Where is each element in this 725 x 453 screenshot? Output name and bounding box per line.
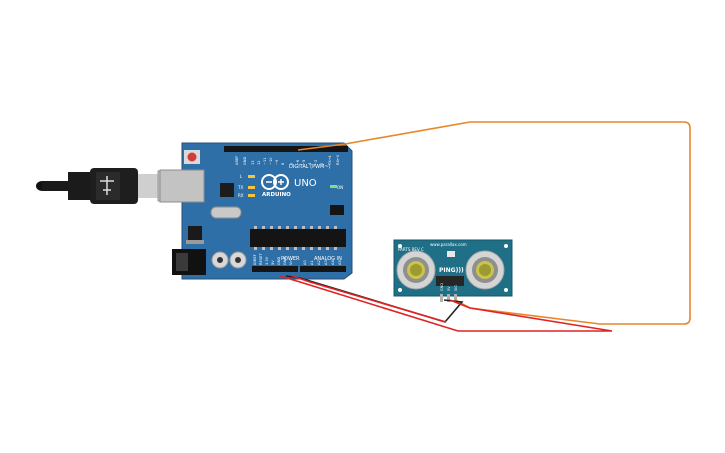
- sensor-pin-label-sig: SIG: [454, 285, 458, 291]
- pin-label-a4: A4: [331, 260, 335, 265]
- pin-label-vin: Vin: [289, 259, 293, 265]
- pin-label-d3: ~3: [314, 160, 318, 165]
- board-model: UNO: [294, 178, 317, 189]
- pin-label-reset: RESET: [259, 253, 263, 265]
- pin-label-d12: 12: [257, 160, 261, 165]
- pin-label-d6: ~6: [296, 159, 300, 165]
- signal-wire[interactable]: [297, 121, 691, 325]
- usb-port[interactable]: [159, 169, 205, 203]
- digital-header[interactable]: [224, 146, 348, 152]
- pin-label-aref: AREF: [235, 156, 239, 165]
- pin-label-gnd1: GND: [277, 257, 281, 265]
- power-header[interactable]: [252, 266, 298, 272]
- power-wire[interactable]: [279, 275, 613, 332]
- pin-label-ioref: IOREF: [253, 254, 257, 265]
- ultrasonic-sensor[interactable]: PARTS REV C www.parallax.com PING))) GND…: [393, 239, 513, 302]
- sensor-pin-label-5v: 5V: [447, 286, 451, 291]
- pin-label-d9: ~9: [275, 159, 279, 165]
- pin-label-a3: A3: [324, 260, 328, 265]
- pin-label-a1: A1: [310, 260, 314, 265]
- sensor-pin-gnd[interactable]: [440, 294, 443, 302]
- sensor-pin-label-gnd: GND: [440, 283, 444, 291]
- pin-label-d10: ~10: [269, 157, 273, 165]
- pin-label-a0: A0: [303, 260, 307, 265]
- pin-label-d13: 13: [251, 160, 255, 165]
- sensor-pin-sig[interactable]: [454, 294, 457, 302]
- pin-label-5v: 5V: [271, 260, 275, 265]
- led-rx-label: RX: [238, 193, 244, 198]
- pin-label-d5: ~5: [302, 160, 306, 165]
- pin-label-gnd2: GND: [283, 257, 287, 265]
- pin-label-d4: 4: [308, 162, 312, 165]
- sensor-pin-5v[interactable]: [447, 294, 450, 302]
- pin-label-d1: TX→1: [328, 155, 332, 166]
- on-led-label: ON: [337, 185, 343, 190]
- pin-label-a5: A5: [338, 260, 342, 265]
- pin-label-d0: RX←0: [336, 154, 340, 165]
- pin-label-a2: A2: [317, 260, 321, 265]
- power-wire-2[interactable]: [291, 275, 447, 323]
- pin-label-d7: 7: [290, 163, 294, 165]
- pin-label-d11: ~11: [263, 157, 267, 165]
- sensor-brand: www.parallax.com: [430, 242, 467, 247]
- pin-label-3v3: 3.3V: [265, 256, 269, 265]
- pin-label-d8: 8: [281, 162, 285, 165]
- analog-header-label: ANALOG IN: [314, 256, 342, 262]
- digital-header-label: DIGITAL (PWM~): [289, 164, 331, 170]
- sensor-rev: PARTS REV C: [398, 247, 424, 252]
- board-logo: ARDUINO: [262, 192, 291, 198]
- pin-label-gnd: GND: [243, 157, 247, 165]
- led-l-label: L: [240, 174, 243, 179]
- led-tx-label: TX: [237, 185, 243, 190]
- pin-label-d2: 2: [320, 163, 324, 165]
- power-header-label: POWER: [281, 256, 300, 262]
- analog-header[interactable]: [300, 266, 346, 272]
- sensor-name: PING))): [439, 267, 464, 274]
- arduino-uno-board[interactable]: ARDUINO UNO ON DIGITAL (PWM~) POWER ANAL…: [159, 142, 353, 280]
